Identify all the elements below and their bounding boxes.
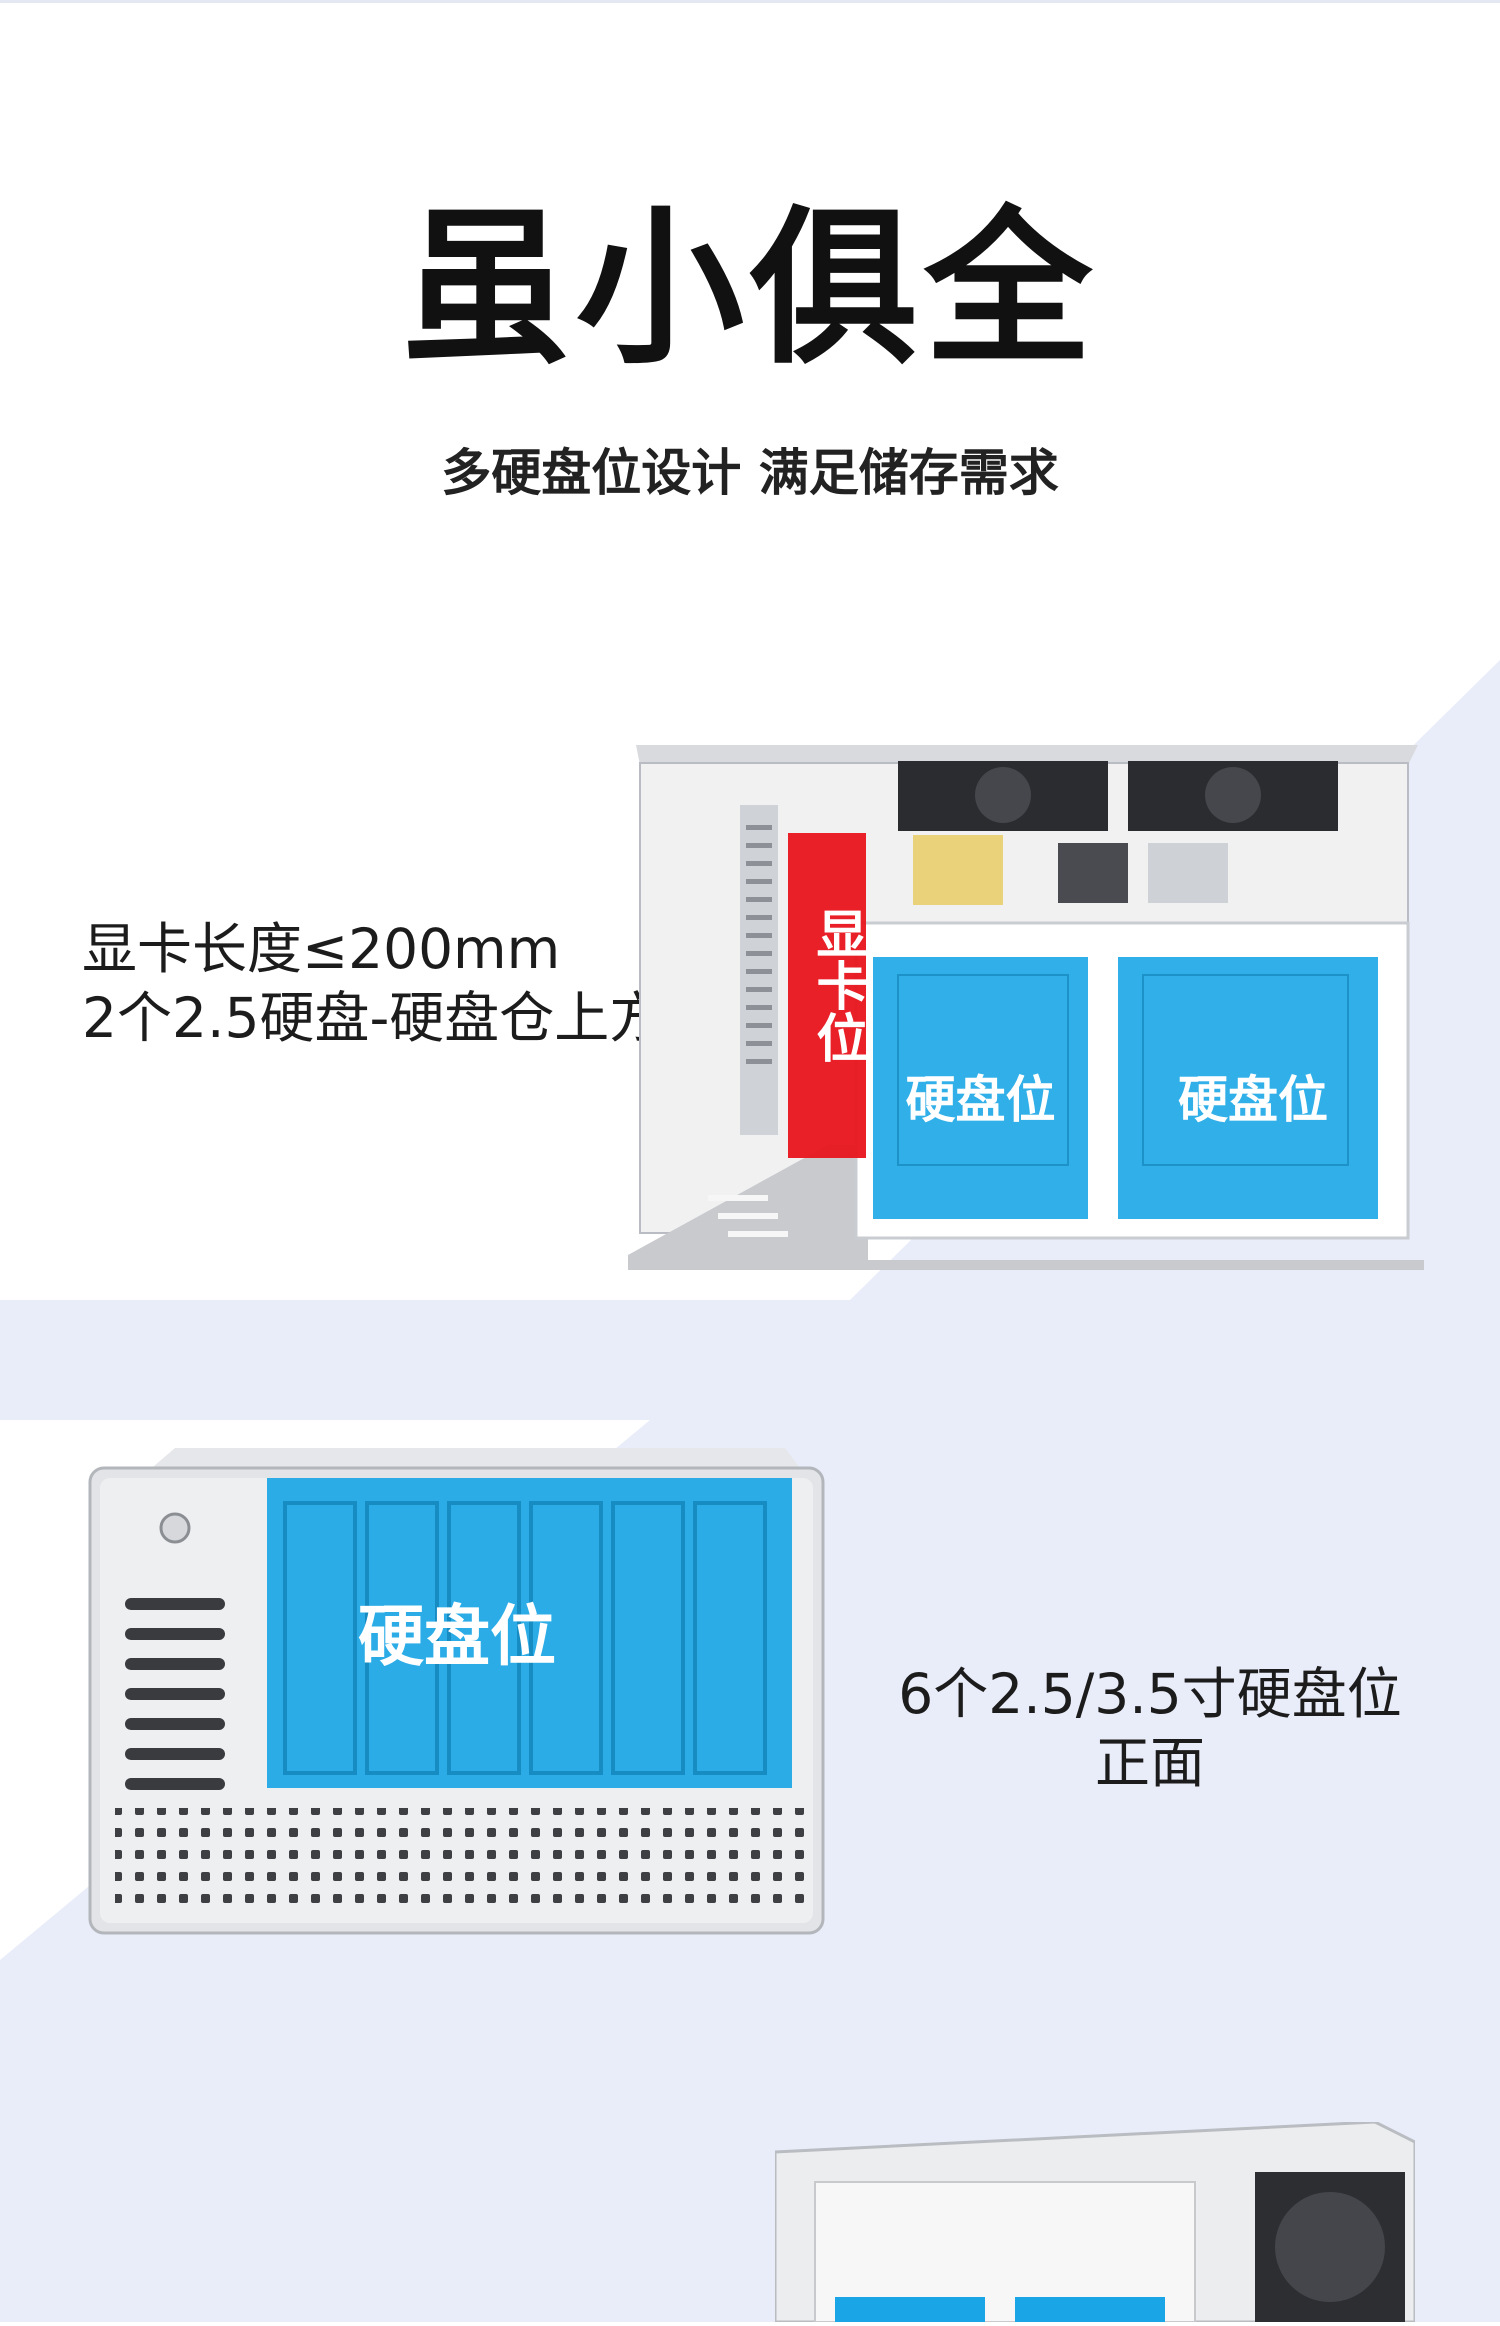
page-subtitle: 多硬盘位设计 满足储存需求 bbox=[441, 444, 1059, 502]
hdd-bay-left-label: 硬盘位 bbox=[905, 1071, 1056, 1129]
section1-caption-line1: 显卡长度≤200mm bbox=[82, 917, 561, 981]
chassis-side-view-image bbox=[773, 2120, 1417, 2324]
section2-caption-line1: 6个2.5/3.5寸硬盘位 bbox=[898, 1662, 1402, 1726]
section1-caption-line2: 2个2.5硬盘-硬盘仓上方 bbox=[82, 985, 665, 1050]
section1-caption: 显卡长度≤200mm 2个2.5硬盘-硬盘仓上方 bbox=[82, 915, 664, 1053]
page-title: 虽小俱全 bbox=[402, 191, 1098, 387]
chassis-front-view-image: 硬盘位 bbox=[85, 1448, 828, 1948]
top-divider bbox=[0, 0, 1500, 3]
hdd-bay-right-label: 硬盘位 bbox=[1178, 1071, 1328, 1129]
section2-caption-line2: 正面 bbox=[1094, 1730, 1205, 1795]
front-hdd-bay-label: 硬盘位 bbox=[358, 1598, 556, 1675]
gpu-slot-label: 显卡位 bbox=[807, 907, 867, 1063]
section2-caption: 6个2.5/3.5寸硬盘位 正面 bbox=[870, 1660, 1430, 1798]
chassis-top-view-image: 显卡位 硬盘位 硬盘位 bbox=[628, 725, 1424, 1270]
